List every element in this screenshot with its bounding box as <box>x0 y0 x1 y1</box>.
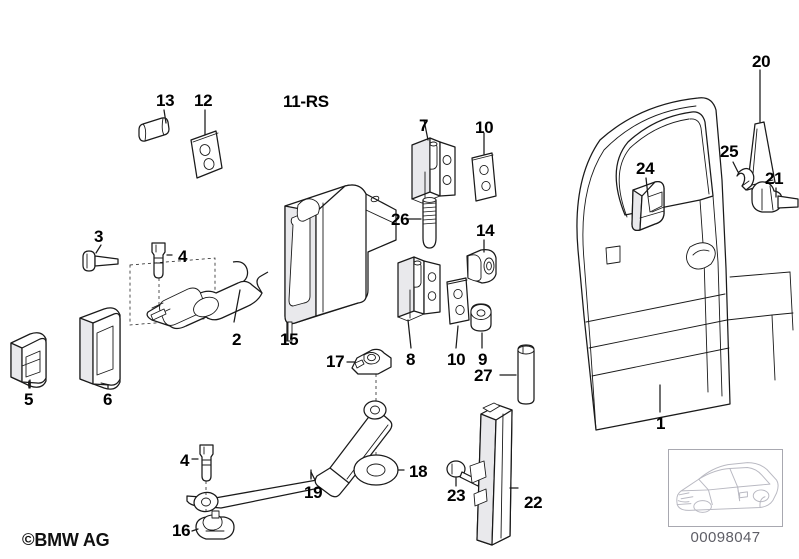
part-17-spring-nut-clip <box>351 348 392 375</box>
part-10-shim-lower <box>446 277 470 325</box>
callout-24: 24 <box>636 159 655 178</box>
callout-3: 3 <box>94 227 104 246</box>
part-10-shim-upper <box>471 152 497 202</box>
part-12-shim-plate <box>190 130 223 179</box>
callout-9: 9 <box>478 350 488 369</box>
leader-19-stub <box>310 471 316 481</box>
leader-10-lower <box>455 325 459 349</box>
callout-11-rs: 11-RS <box>283 92 329 111</box>
part-6-end-cap-large <box>79 307 121 390</box>
callout-8: 8 <box>406 350 416 369</box>
leader-2 <box>233 289 241 323</box>
callout-27: 27 <box>474 366 493 385</box>
part-9-small-bushing <box>470 303 492 332</box>
callout-19: 19 <box>304 483 323 502</box>
part-4-ball-pin-upper <box>151 242 166 279</box>
part-24-mirror-bracket <box>631 181 665 231</box>
part-18-washer <box>353 454 399 486</box>
callout-7: 7 <box>419 116 429 135</box>
diagram-number: 00098047 <box>690 529 761 546</box>
part-4-ball-pin-lower <box>199 444 214 482</box>
part-3-lock-screw <box>82 250 119 272</box>
copyright-owner: BMW AG <box>34 530 110 550</box>
leader-25 <box>732 161 739 173</box>
callout-2: 2 <box>232 330 242 349</box>
vehicle-thumbnail-icon <box>676 462 779 513</box>
leader-3 <box>95 244 102 254</box>
part-5-end-cap-small <box>10 332 47 388</box>
part-8-lower-hinge <box>397 256 441 322</box>
callout-13: 13 <box>156 91 175 110</box>
callout-15: 15 <box>280 330 299 349</box>
part-13-dowel-pin <box>138 117 170 142</box>
callout-18: 18 <box>409 462 428 481</box>
callout-5: 5 <box>24 390 34 409</box>
part-14-bushing <box>466 249 497 284</box>
callout-10-lower: 10 <box>447 350 466 369</box>
callout-10-upper: 10 <box>475 118 494 137</box>
copyright-symbol: © <box>22 530 35 549</box>
callout-22: 22 <box>524 493 543 512</box>
part-15-lock-actuator <box>284 184 397 342</box>
part-27-rubber-buffer <box>517 344 535 405</box>
leader-13 <box>163 109 167 124</box>
callout-6: 6 <box>103 390 113 409</box>
leader-8 <box>407 319 412 349</box>
callout-16: 16 <box>172 521 191 540</box>
callout-4-upper: 4 <box>178 247 188 266</box>
vehicle-thumbnail-box <box>668 449 783 527</box>
callout-17: 17 <box>326 352 345 371</box>
part-26-hinge-bolt <box>422 197 437 249</box>
callout-25: 25 <box>720 142 739 161</box>
leader-7 <box>423 119 429 141</box>
callout-1: 1 <box>656 414 666 433</box>
leader-24 <box>645 177 649 197</box>
part-21-door-stop-buffer <box>751 181 799 213</box>
part-16-strut-foot <box>195 510 235 540</box>
part-7-upper-hinge <box>411 137 456 204</box>
leader-16 <box>191 528 199 532</box>
part-19-gas-strut <box>186 400 393 513</box>
callout-21: 21 <box>765 169 784 188</box>
callout-4-lower: 4 <box>180 451 190 470</box>
callout-12: 12 <box>194 91 213 110</box>
part-25-retaining-clip <box>736 167 755 191</box>
callout-14: 14 <box>476 221 495 240</box>
copyright-notice: ©BMW AG <box>22 530 110 551</box>
part-1-front-door-shell <box>576 97 794 431</box>
callout-20: 20 <box>752 52 771 71</box>
part-22-pillar-trim <box>469 402 513 546</box>
callout-26: 26 <box>391 210 410 229</box>
part-2-door-check-strap <box>146 261 269 330</box>
callout-23: 23 <box>447 486 466 505</box>
